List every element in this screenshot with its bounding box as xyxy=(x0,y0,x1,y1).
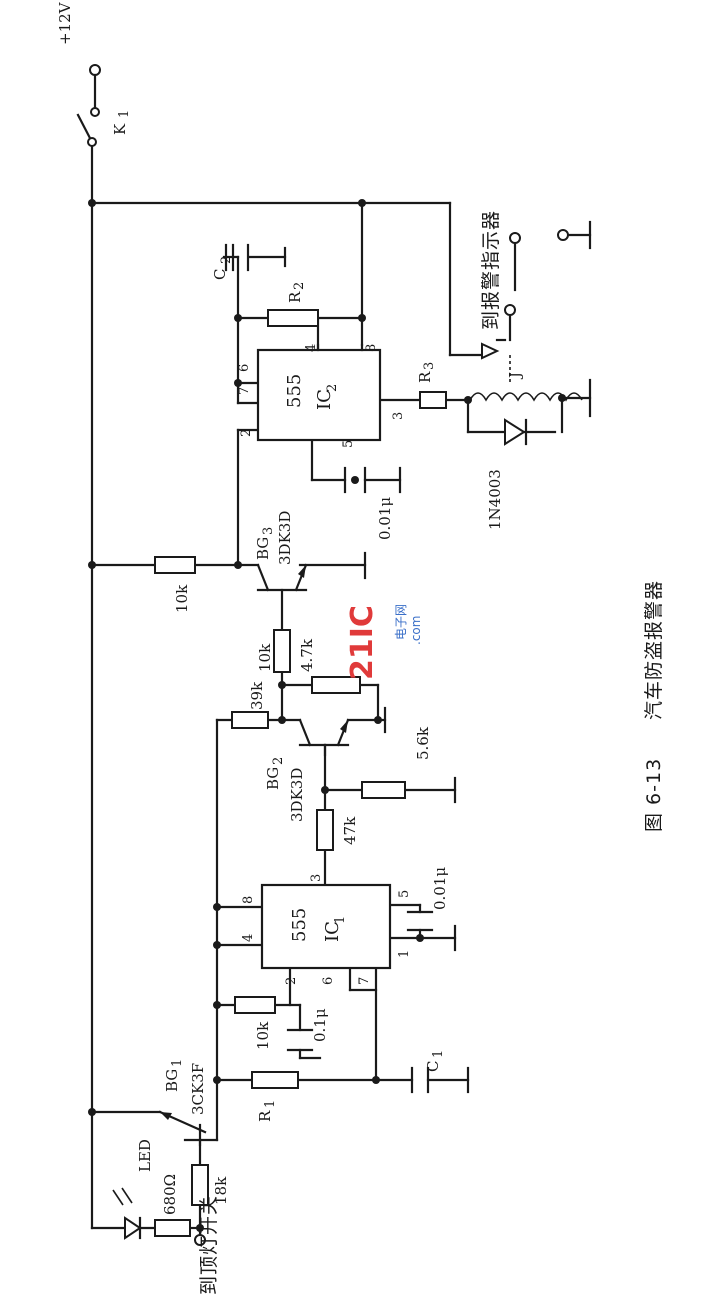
bg1-model: 3CK3F xyxy=(189,1063,207,1115)
capacitor-c2: C 2 xyxy=(211,243,250,280)
r-timing1-label: 10k xyxy=(254,1021,272,1050)
ic2-pin8: 8 xyxy=(364,344,379,352)
c-ctrl1-label: 0.01μ xyxy=(431,867,449,910)
r3-sub: 3 xyxy=(422,362,437,370)
switch-label: K xyxy=(111,123,129,135)
ic2-chip: 555 xyxy=(284,374,305,408)
ic1-name: IC xyxy=(322,921,343,942)
ic1-pin8: 8 xyxy=(241,896,256,904)
resistor-18k: 18k xyxy=(191,1164,230,1206)
resistor-10k-bg3: 10k xyxy=(154,556,196,613)
r1-name: R xyxy=(256,1110,274,1122)
ic1-pin5: 5 xyxy=(397,890,412,898)
figure-caption: 图 6-13 汽车防盗报警器 xyxy=(643,580,665,832)
figure-number: 图 6-13 xyxy=(643,758,665,832)
transistor-bg2: BG 2 3DK3D xyxy=(264,718,350,822)
capacitor-0u1: 0.1μ xyxy=(286,1008,329,1052)
r2-name: R xyxy=(286,291,304,303)
ic1-555: 555 IC 1 8 4 3 5 1 2 6 7 xyxy=(241,874,412,985)
c2-sub: 2 xyxy=(219,256,234,264)
ic2-pin7: 7 xyxy=(237,387,252,395)
resistor-r3: R 3 xyxy=(416,362,447,409)
resistor-10k-base3: 10k xyxy=(256,629,291,673)
led-label: LED xyxy=(136,1139,154,1172)
ic1-sub: 1 xyxy=(333,916,348,924)
resistor-r2: R 2 xyxy=(267,282,319,327)
r-out1-label: 47k xyxy=(341,816,359,845)
ic2-sub: 2 xyxy=(325,384,340,392)
r2-sub: 2 xyxy=(292,282,307,290)
watermark-logo-text: 21IC xyxy=(345,605,380,680)
ic1-pin4: 4 xyxy=(241,934,256,942)
ic2-pin3: 3 xyxy=(391,412,406,420)
c2-name: C xyxy=(211,269,229,280)
capacitor-ic2-ctrl: 0.01μ xyxy=(343,466,394,540)
transistor-bg3: BG 3 3DK3D xyxy=(254,511,308,592)
ic1-pin7: 7 xyxy=(357,977,372,985)
capacitor-c1: C 1 xyxy=(410,1050,446,1094)
ic2-555: 555 IC 2 7 6 2 4 8 3 5 xyxy=(237,344,406,448)
resistor-4k7: 4.7k xyxy=(298,638,361,694)
resistor-47k: 47k xyxy=(316,809,359,851)
bg2-sub: 2 xyxy=(271,757,286,765)
ic1-pin1: 1 xyxy=(397,950,412,958)
c1-sub: 1 xyxy=(431,1050,446,1058)
watermark-logo: 21IC 电子网 .com xyxy=(345,604,423,680)
resistor-r1: R 1 xyxy=(251,1071,299,1122)
alarm-output: 到报警指示器 xyxy=(480,210,569,360)
c-timing1-label: 0.1μ xyxy=(311,1008,329,1042)
bg3-model: 3DK3D xyxy=(276,511,294,565)
ic2-pin5: 5 xyxy=(341,440,356,448)
alarm-label: 到报警指示器 xyxy=(480,210,502,330)
relay-j: J xyxy=(469,355,583,402)
capacitor-ic1-ctrl: 0.01μ xyxy=(406,867,449,932)
r3-name: R xyxy=(416,371,434,383)
bg3-sub: 3 xyxy=(261,527,276,535)
resistor-680: 680Ω xyxy=(154,1174,191,1237)
bg1-sub: 1 xyxy=(170,1059,185,1067)
c1-name: C xyxy=(424,1061,442,1072)
c-ctrl2-label: 0.01μ xyxy=(376,497,394,540)
supply-label: +12V xyxy=(56,1,74,45)
ic2-pin6: 6 xyxy=(237,364,252,372)
r-base1-label: 18k xyxy=(212,1176,230,1205)
switch-sub: 1 xyxy=(117,110,132,118)
ic2-name: IC xyxy=(314,389,335,410)
r-pull-label: 39k xyxy=(248,681,266,710)
bg1-name: BG xyxy=(163,1069,181,1092)
resistor-39k: 39k xyxy=(231,681,269,729)
relay-label: J xyxy=(506,372,524,380)
figure-title: 汽车防盗报警器 xyxy=(643,580,665,720)
ic1-pin2: 2 xyxy=(284,977,299,985)
door-switch-terminal: 到顶灯开关 xyxy=(194,1195,220,1295)
bg2-model: 3DK3D xyxy=(288,768,306,822)
r-base3-label: 10k xyxy=(256,643,274,672)
transistor-bg1: BG 1 3CK3F xyxy=(158,1059,219,1147)
r-led-label: 680Ω xyxy=(161,1174,179,1215)
resistor-10k-timing: 10k xyxy=(234,996,276,1050)
ic1-pin3: 3 xyxy=(309,874,324,882)
watermark-site: 电子网 xyxy=(394,604,408,640)
junction-dots xyxy=(88,199,566,1232)
diode-1n4003: 1N4003 xyxy=(486,418,528,530)
bg2-name: BG xyxy=(264,767,282,790)
ic1-pin6: 6 xyxy=(321,977,336,985)
door-switch-label: 到顶灯开关 xyxy=(198,1195,220,1295)
diode-label: 1N4003 xyxy=(486,469,504,530)
led: LED xyxy=(112,1139,154,1240)
bg3-name: BG xyxy=(254,537,272,560)
watermark-domain: .com xyxy=(409,616,423,645)
resistor-5k6: 5.6k xyxy=(361,726,432,799)
ic2-pin4: 4 xyxy=(304,344,319,352)
r-bias3-label: 10k xyxy=(173,584,191,613)
r-be2-label: 4.7k xyxy=(298,638,316,672)
r1-sub: 1 xyxy=(263,1100,278,1108)
ic2-pin2: 2 xyxy=(239,429,254,437)
r-bias2-label: 5.6k xyxy=(414,726,432,760)
ic1-chip: 555 xyxy=(289,908,310,942)
power-switch-k1: +12V K 1 xyxy=(56,1,132,147)
